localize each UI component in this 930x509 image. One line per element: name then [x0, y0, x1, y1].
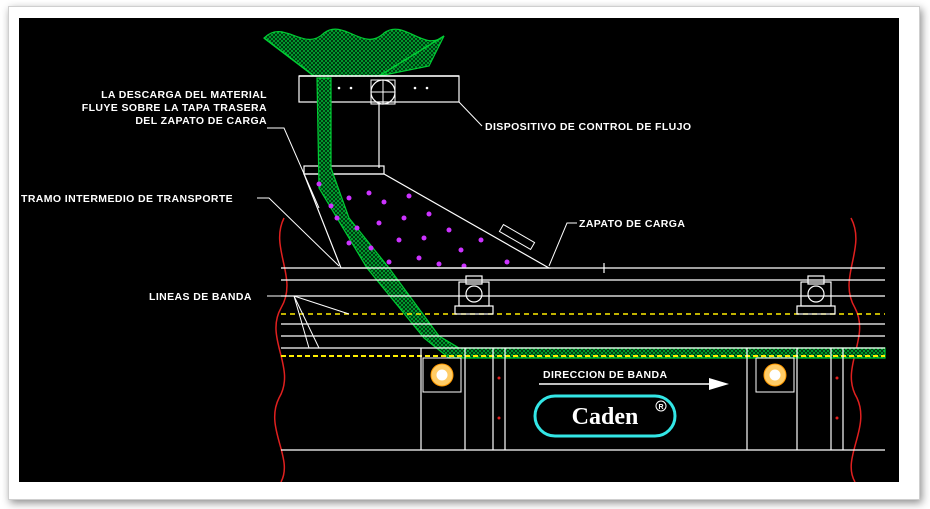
caden-logo-text: Caden: [572, 404, 639, 430]
label-discharge-2: FLUYE SOBRE LA TAPA TRASERA: [82, 102, 267, 114]
leader-discharge: [267, 127, 320, 209]
leader-intermediate: [257, 197, 340, 267]
registered-mark: R: [658, 404, 663, 411]
idler-right: [796, 275, 836, 315]
label-intermediate: TRAMO INTERMEDIO DE TRANSPORTE: [21, 193, 233, 205]
idler-left: [454, 275, 494, 315]
return-roller-left: [422, 357, 462, 393]
leader-flow-control: [458, 101, 483, 127]
direction-arrowhead-icon: [709, 378, 729, 390]
label-discharge-1: LA DESCARGA DEL MATERIAL: [101, 89, 267, 101]
leader-belt-lines-3: [293, 295, 310, 349]
leader-belt-lines-2: [293, 295, 320, 349]
break-line-left: [274, 217, 288, 482]
caden-logo-border: [533, 394, 677, 438]
label-belt-direction: DIRECCION DE BANDA: [543, 369, 667, 381]
label-loading-shoe: ZAPATO DE CARGA: [579, 218, 685, 230]
material-particles: [316, 181, 510, 269]
label-discharge-3: DEL ZAPATO DE CARGA: [135, 115, 267, 127]
conveyor-diagram: Caden R LA DESCARGA DEL MATERIAL FLUYE S…: [21, 28, 886, 482]
label-flow-control: DISPOSITIVO DE CONTROL DE FLUJO: [485, 121, 691, 133]
return-roller-right: [755, 357, 795, 393]
cad-drawing: Caden R LA DESCARGA DEL MATERIAL FLUYE S…: [19, 18, 899, 482]
leader-loading-shoe: [548, 222, 577, 267]
label-belt-lines: LINEAS DE BANDA: [149, 291, 252, 303]
